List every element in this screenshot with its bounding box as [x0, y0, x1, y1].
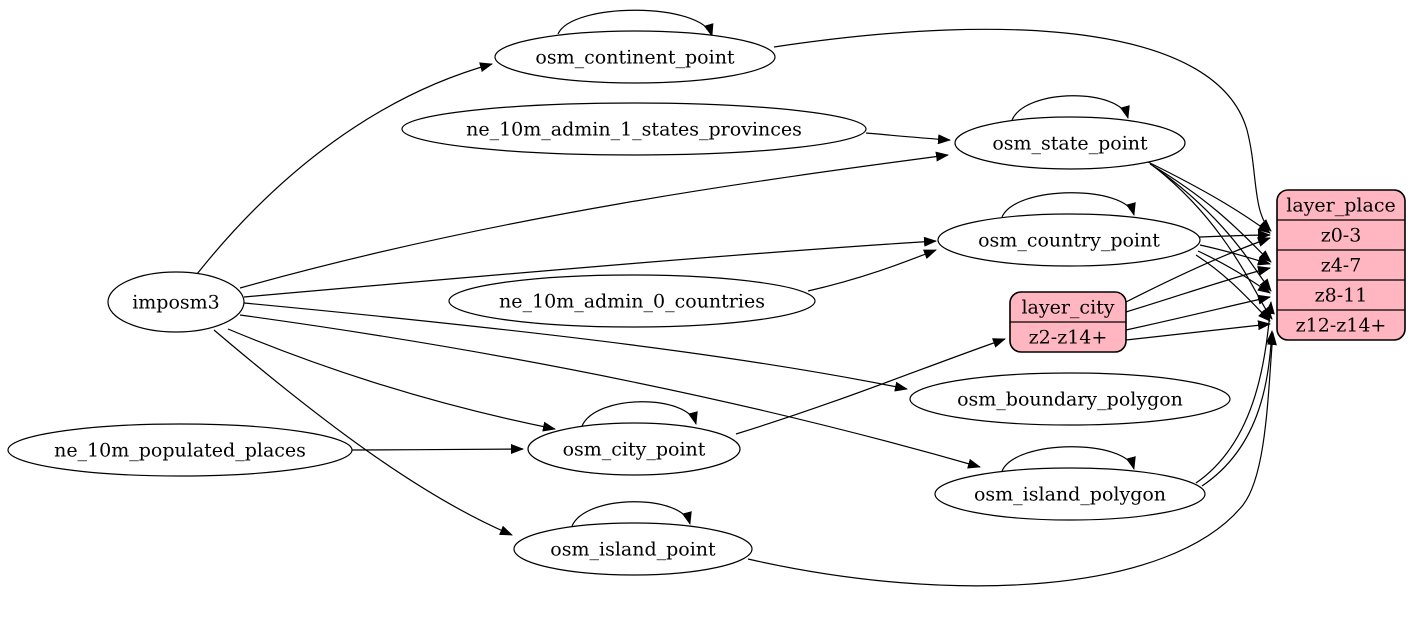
edge-osm_state_point-to-layer_place:z8-11 [1152, 165, 1272, 292]
node-osm_country_point: osm_country_point [937, 213, 1201, 267]
node-osm_island_polygon: osm_island_polygon [934, 467, 1206, 521]
record-title-layer_place: layer_place [1286, 195, 1395, 217]
node-label-ne_10m_admin_0_countries: ne_10m_admin_0_countries [499, 291, 765, 313]
record-row-layer_city-z2-z14+: z2-z14+ [1029, 327, 1108, 349]
edge-layer_city-to-layer_place:z4-7 [1125, 266, 1271, 313]
record-row-layer_place-z4-7: z4-7 [1321, 255, 1362, 277]
edge-osm_island_point-to-layer_place:z12-z14+ [747, 332, 1277, 587]
edge-imposm3-to-osm_island_polygon [239, 314, 981, 469]
edge-layer_city-to-layer_place:z8-11 [1125, 294, 1271, 331]
self-loop-osm_city_point-to-osm_city_point [581, 401, 698, 427]
edge-imposm3-to-osm_city_point [227, 328, 556, 432]
node-shape-osm_continent_point [494, 30, 776, 84]
node-shape-osm_island_point [513, 522, 753, 576]
edge-osm_continent_point-to-layer_place:z0-3 [773, 28, 1272, 232]
self-loop-osm_island_point-to-osm_island_point [571, 501, 692, 527]
node-label-osm_island_polygon: osm_island_polygon [974, 484, 1166, 506]
edge-layer_city-to-layer_place:z12-z14+ [1125, 320, 1271, 341]
self-loop-osm_continent_point-to-osm_continent_point [557, 9, 714, 37]
node-osm_boundary_polygon: osm_boundary_polygon [909, 372, 1231, 426]
node-shape-osm_country_point [937, 213, 1201, 267]
record-row-layer_place-z8-11: z8-11 [1315, 285, 1368, 307]
node-shape-ne_10m_admin_1_states_provinces [401, 102, 867, 156]
edge-osm_city_point-to-layer_city:z2-z14+ [735, 338, 1006, 435]
node-label-osm_continent_point: osm_continent_point [535, 47, 735, 69]
edge-osm_country_point-to-layer_place:z4-7 [1199, 244, 1271, 266]
node-label-ne_10m_populated_places: ne_10m_populated_places [54, 440, 306, 462]
node-label-osm_state_point: osm_state_point [992, 133, 1148, 155]
edge-imposm3-to-osm_boundary_polygon [243, 302, 908, 392]
record-layer_place: layer_place z0-3 z4-7 z8-11 z12-z14+ [1276, 189, 1406, 341]
node-label-osm_country_point: osm_country_point [978, 230, 1160, 252]
node-ne_10m_populated_places: ne_10m_populated_places [7, 423, 353, 477]
node-shape-ne_10m_populated_places [7, 423, 353, 477]
node-label-imposm3: imposm3 [132, 292, 220, 314]
edge-layer_city-to-layer_place:z0-3 [1125, 237, 1271, 303]
node-shape-osm_city_point [527, 422, 741, 476]
self-loop-osm_island_polygon-to-osm_island_polygon [1001, 446, 1136, 472]
edge-osm_country_point-to-layer_place:z0-3 [1198, 230, 1271, 241]
node-shape-osm_boundary_polygon [909, 372, 1231, 426]
node-label-osm_city_point: osm_city_point [563, 439, 706, 461]
self-loop-osm_country_point-to-osm_country_point [1001, 192, 1136, 218]
record-layer_city: layer_city z2-z14+ [1009, 291, 1127, 353]
node-osm_island_point: osm_island_point [513, 522, 753, 576]
edge-imposm3-to-osm_country_point [243, 236, 937, 298]
self-loop-osm_state_point-to-osm_state_point [1011, 95, 1130, 121]
edge-osm_country_point-to-layer_place:z8-11 [1197, 250, 1271, 294]
edge-ne_10m_admin_0_countries-to-osm_country_point [807, 249, 937, 292]
node-ne_10m_admin_0_countries: ne_10m_admin_0_countries [448, 274, 816, 328]
edge-osm_island_polygon-to-layer_place:z8-11 [1195, 301, 1275, 484]
node-label-ne_10m_admin_1_states_provinces: ne_10m_admin_1_states_provinces [466, 119, 802, 141]
edge-ne_10m_populated_places-to-osm_city_point [351, 444, 524, 455]
edge-osm_island_polygon-to-layer_place:z12-z14+ [1201, 330, 1277, 487]
node-shape-imposm3 [107, 271, 245, 333]
record-row-layer_place-z0-3: z0-3 [1321, 225, 1362, 247]
edge-osm_state_point-to-layer_place:z4-7 [1149, 163, 1272, 263]
node-osm_city_point: osm_city_point [527, 422, 741, 476]
record-shape-layer_place [1276, 189, 1406, 341]
node-label-osm_boundary_polygon: osm_boundary_polygon [957, 389, 1183, 411]
edge-osm_country_point-to-layer_place:z12-z14+ [1195, 254, 1271, 322]
node-label-osm_island_point: osm_island_point [550, 539, 716, 561]
node-shape-ne_10m_admin_0_countries [448, 274, 816, 328]
record-row-layer_place-z12-z14+: z12-z14+ [1296, 315, 1387, 337]
edge-osm_state_point-to-layer_place:z0-3 [1145, 160, 1271, 234]
edge-imposm3-to-osm_island_point [213, 329, 513, 536]
edge-imposm3-to-osm_continent_point [196, 62, 493, 275]
node-osm_continent_point: osm_continent_point [494, 30, 776, 84]
edge-imposm3-to-osm_state_point [239, 151, 949, 289]
node-shape-osm_state_point [954, 116, 1186, 170]
edge-ne_10m_admin_1_states_provinces-to-osm_state_point [865, 132, 951, 145]
node-shape-osm_island_polygon [934, 467, 1206, 521]
node-imposm3: imposm3 [107, 271, 245, 333]
node-ne_10m_admin_1_states_provinces: ne_10m_admin_1_states_provinces [401, 102, 867, 156]
record-title-layer_city: layer_city [1021, 297, 1114, 319]
node-osm_state_point: osm_state_point [954, 116, 1186, 170]
